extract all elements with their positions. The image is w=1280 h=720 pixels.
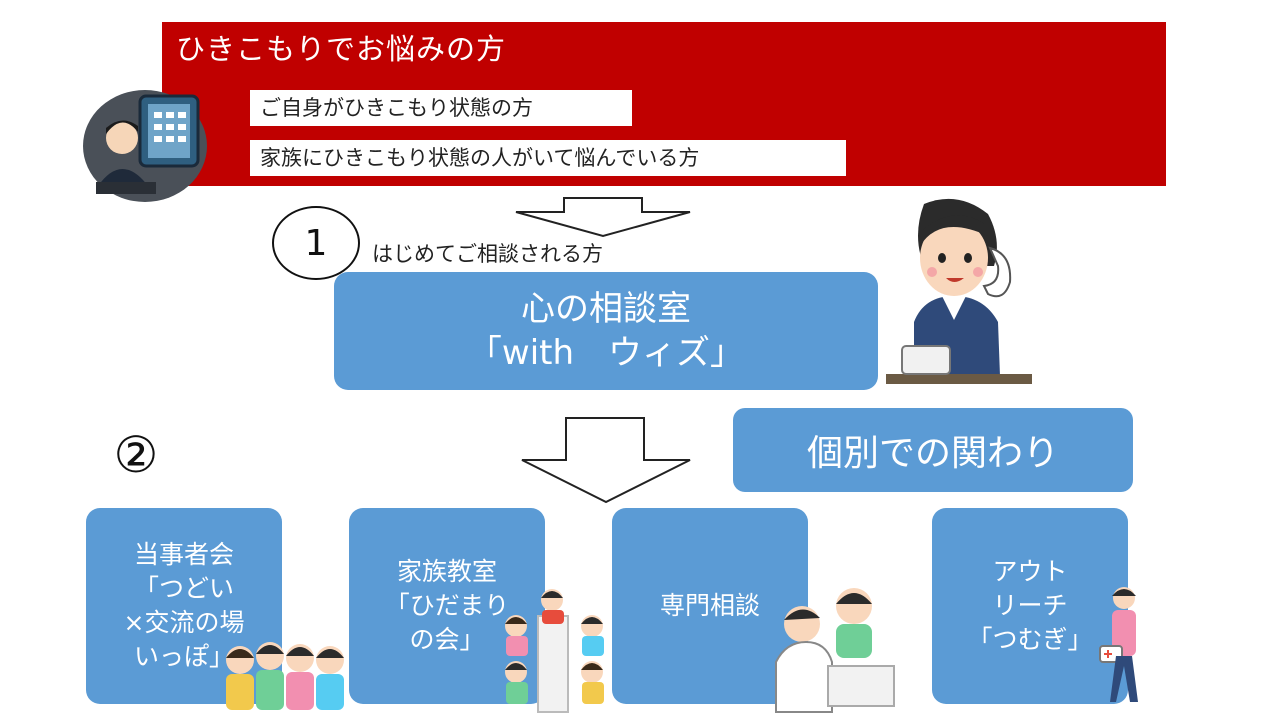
doctor-consultation-illustration [775,588,895,713]
down-arrow-1 [515,197,691,238]
service-line: 専門相談 [659,591,760,620]
service-line: いっぽ」 [133,642,234,671]
receptionist-illustration [886,198,1032,384]
service-line: 「ひだまり [384,591,510,620]
outreach-box: アウト リーチ 「つむぎ」 [932,508,1128,704]
banner-title: ひきこもりでお悩みの方 [176,32,507,66]
step-1-number: 1 [272,206,360,280]
service-line: アウト [992,557,1068,586]
service-line: 家族教室 [396,557,497,586]
down-arrow-2 [521,417,691,504]
peer-meeting-box: 当事者会 「つどい ×交流の場 いっぽ」 [86,508,282,704]
withdrawn-person-illustration [83,90,207,202]
step-1-caption: はじめてご相談される方 [372,242,603,266]
step-2-number: ② [113,426,159,484]
consultation-room-box: 心の相談室 「with ウィズ」 [334,272,878,390]
outreach-worker-illustration [1099,587,1138,702]
service-line: 当事者会 [133,540,234,569]
family-class-box: 家族教室 「ひだまり の会」 [349,508,545,704]
service-line: リーチ [992,591,1068,620]
service-line: の会」 [409,625,485,654]
consultation-room-title: 心の相談室 [521,289,691,329]
service-line: 「つむぎ」 [967,625,1093,654]
service-line: 「つどい [133,574,234,603]
individual-support-label: 個別での関わり [806,433,1059,474]
service-line: ×交流の場 [123,608,245,637]
family-meeting-illustration [505,589,604,713]
group-people-illustration [226,642,344,710]
consultation-room-name: 「with ウィズ」 [467,333,745,373]
individual-support-box: 個別での関わり [733,408,1133,492]
target-family-label: 家族にひきこもり状態の人がいて悩んでいる方 [250,140,846,176]
target-self-label: ご自身がひきこもり状態の方 [250,90,632,126]
